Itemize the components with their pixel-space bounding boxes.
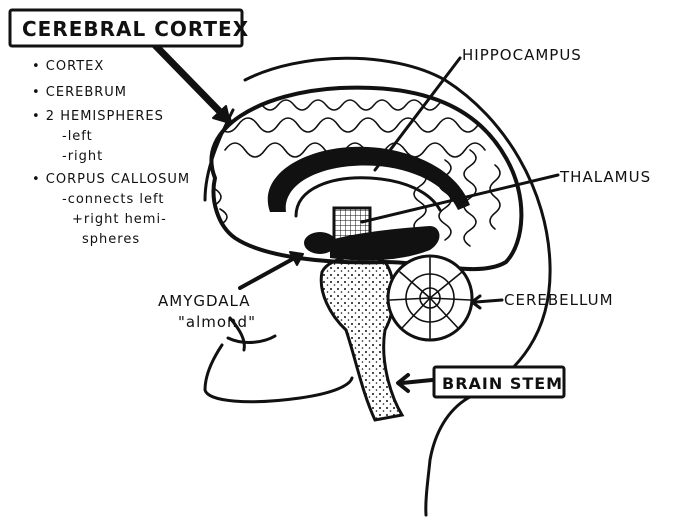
brain-stem-label: BRAIN STEM	[442, 374, 563, 393]
cerebellum-label: CEREBELLUM	[504, 291, 614, 309]
brain-stem-shape	[321, 256, 402, 420]
note-cortex: • CORTEX	[32, 59, 104, 74]
note-left: -left	[62, 129, 93, 144]
thalamus-shape	[334, 208, 370, 240]
note-spheres: spheres	[82, 232, 140, 247]
note-connects-left: -connects left	[62, 192, 164, 207]
amygdala-note: "almond"	[178, 313, 256, 331]
arrow-cerebellum	[476, 300, 502, 302]
note-cerebrum: • CEREBRUM	[32, 85, 127, 100]
cerebellum-shape	[388, 256, 472, 340]
hippocampus-label: HIPPOCAMPUS	[462, 46, 582, 64]
arrow-amygdala	[240, 255, 300, 288]
note-hemispheres: • 2 HEMISPHERES	[32, 109, 164, 124]
amygdala-label: AMYGDALA	[158, 292, 251, 310]
arrow-cortex	[150, 40, 228, 120]
arrow-brain-stem	[402, 380, 432, 383]
amygdala-shape	[304, 232, 336, 254]
note-right: -right	[62, 149, 103, 164]
thalamus-label: THALAMUS	[559, 168, 651, 186]
note-right-hemi: +right hemi-	[72, 212, 167, 227]
note-corpus-callosum: • CORPUS CALLOSUM	[32, 172, 190, 187]
cerebral-cortex-label: CEREBRAL CORTEX	[22, 17, 249, 41]
notes-list: • CORTEX • CEREBRUM • 2 HEMISPHERES -lef…	[32, 59, 190, 247]
